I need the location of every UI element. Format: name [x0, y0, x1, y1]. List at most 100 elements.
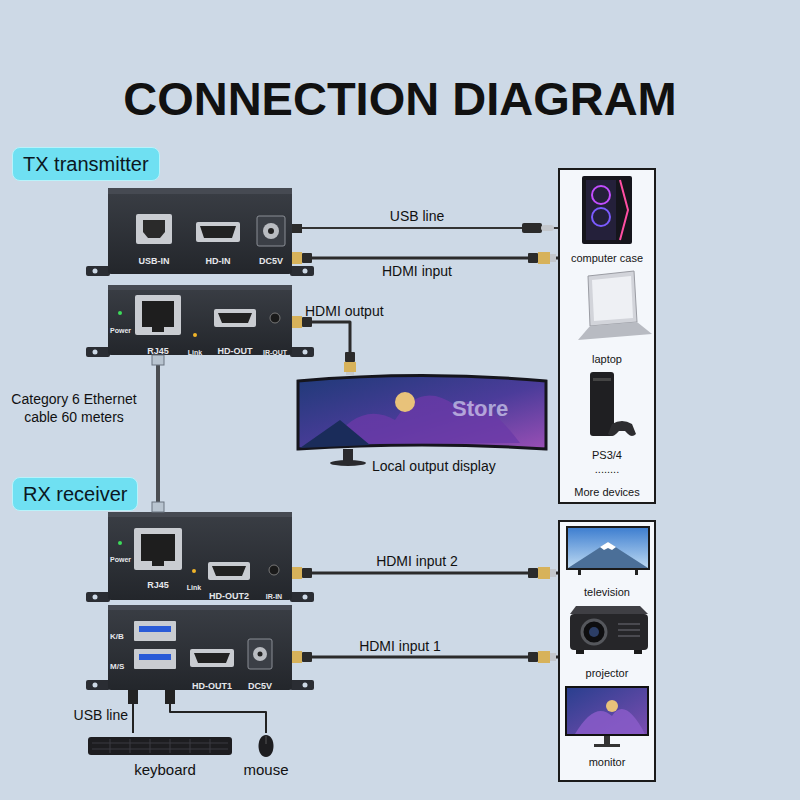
- cable-line: [292, 656, 558, 659]
- port-label: DC5V: [248, 681, 272, 691]
- keyboard-art: [92, 743, 228, 749]
- transmitter-bottom-art: [118, 311, 122, 315]
- display-panel-art: [634, 650, 642, 654]
- display-panel-art: [578, 570, 581, 575]
- transmitter-top-art: [143, 220, 165, 238]
- source-panel-art: [592, 186, 610, 204]
- source-panel-art: [582, 176, 632, 244]
- transmitter-bottom-art: [93, 350, 98, 355]
- receiver-bottom-art: [86, 680, 110, 690]
- hdmi-plug: [550, 653, 556, 661]
- transmitter-bottom-art: [290, 347, 314, 357]
- source-panel-art: [590, 372, 614, 436]
- receiver-top-art: [108, 512, 292, 517]
- source-devices-panel: computer caselaptopPS3/4........More dev…: [558, 168, 656, 504]
- cable-line: [292, 572, 558, 575]
- receiver-top-art: [192, 569, 196, 573]
- hdmi-plug: [292, 567, 302, 579]
- transmitter-bottom-art: [214, 309, 256, 327]
- text-slot: USB line: [307, 207, 527, 225]
- cable-line: [292, 227, 558, 229]
- transmitter-top-art: [263, 223, 279, 239]
- display-panel-art: [606, 700, 618, 712]
- port-label: Link: [188, 349, 202, 357]
- receiver-bottom-art: [194, 653, 230, 663]
- display-panel-art: [559, 521, 655, 781]
- transmitter-top-art: [303, 269, 308, 274]
- watermark: Store: [452, 396, 508, 421]
- caption: More devices: [574, 486, 639, 499]
- transmitter-top-art: [93, 269, 98, 274]
- badge-label: TX transmitter: [23, 151, 149, 177]
- receiver-bottom-art: [190, 649, 234, 667]
- display-panel-art: [618, 624, 640, 636]
- usb-a-plug: [128, 690, 175, 704]
- display-panel-art: [589, 627, 599, 637]
- transmitter-top-art: [290, 266, 314, 276]
- transmitter-bottom-art: [108, 285, 292, 290]
- local-display: Local output display: [295, 375, 550, 477]
- transmitter-bottom-art: [142, 301, 174, 327]
- display-panel-art: [565, 686, 649, 736]
- rj45-plug: [152, 355, 164, 365]
- text-slot: Link: [184, 341, 206, 359]
- display-panel-art: [567, 688, 647, 734]
- receiver-top-art: [93, 595, 98, 600]
- cable-line: [170, 694, 266, 733]
- port-label: RJ45: [147, 580, 169, 590]
- hdmi-plug: [528, 568, 538, 578]
- transmitter-unit: PowerRJ45LinkHD-OUTIR-OUT: [108, 285, 292, 360]
- caption: television: [584, 586, 630, 599]
- receiver-bottom-art: [108, 605, 292, 610]
- source-panel-art: [620, 180, 628, 240]
- text-slot: CONNECTION DIAGRAM: [0, 72, 800, 126]
- transmitter-top-art: [108, 188, 292, 194]
- cable-line: [156, 360, 160, 512]
- cable-line: [292, 322, 350, 375]
- hdmi-plug: [538, 252, 550, 264]
- text-slot: HDMI input 1: [290, 637, 510, 655]
- text-slot: ........: [560, 459, 654, 477]
- mouse-art: [259, 735, 274, 757]
- text-slot: RJ45: [134, 574, 182, 592]
- receiver-bottom-art: [290, 680, 314, 690]
- receiver-top-art: [290, 592, 314, 602]
- receiver-top-art: [86, 592, 110, 602]
- cable-label: Category 6 Ethernet cable 60 meters: [2, 390, 146, 426]
- port-label: HD-OUT: [218, 346, 253, 356]
- display-panel-art: [576, 650, 584, 654]
- local-display-art: [298, 376, 546, 467]
- transmitter-top-art: [200, 226, 236, 238]
- source-panel-art: [586, 180, 616, 240]
- port-label: RJ45: [147, 346, 169, 356]
- transmitter-top-art: [257, 216, 285, 246]
- text-slot: M/S: [110, 655, 134, 673]
- text-slot: DC5V: [252, 250, 290, 268]
- receiver-top-art: [118, 541, 122, 545]
- caption: PS3/4: [592, 449, 622, 462]
- text-slot: K/B: [110, 625, 134, 643]
- text-slot: Power: [110, 548, 134, 566]
- local-display-art: [330, 460, 366, 466]
- local-display-art: [395, 392, 415, 412]
- keyboard-art: [110, 739, 210, 753]
- port-label: IR-IN: [266, 593, 282, 601]
- receiver-bottom-art: [86, 605, 314, 690]
- hdmi-plug: [528, 253, 538, 263]
- text-slot: HDMI output: [305, 302, 384, 320]
- port-label: HD-IN: [206, 256, 231, 266]
- hdmi-plug: [538, 651, 550, 663]
- receiver-bottom-art: [93, 683, 98, 688]
- display-panel-art: [594, 744, 620, 747]
- text-slot: Category 6 Ethernet cable 60 meters: [2, 390, 146, 426]
- transmitter-top-art: [86, 188, 314, 276]
- mouse-art: [266, 736, 267, 744]
- caption: monitor: [589, 756, 626, 769]
- usb-c-plug: [541, 225, 554, 231]
- usb-c-plug: [292, 224, 302, 233]
- receiver-top-art: [108, 512, 292, 600]
- section-badge: TX transmitter: [12, 147, 160, 181]
- source-panel-art: [588, 271, 637, 326]
- mouse-art: [259, 735, 274, 757]
